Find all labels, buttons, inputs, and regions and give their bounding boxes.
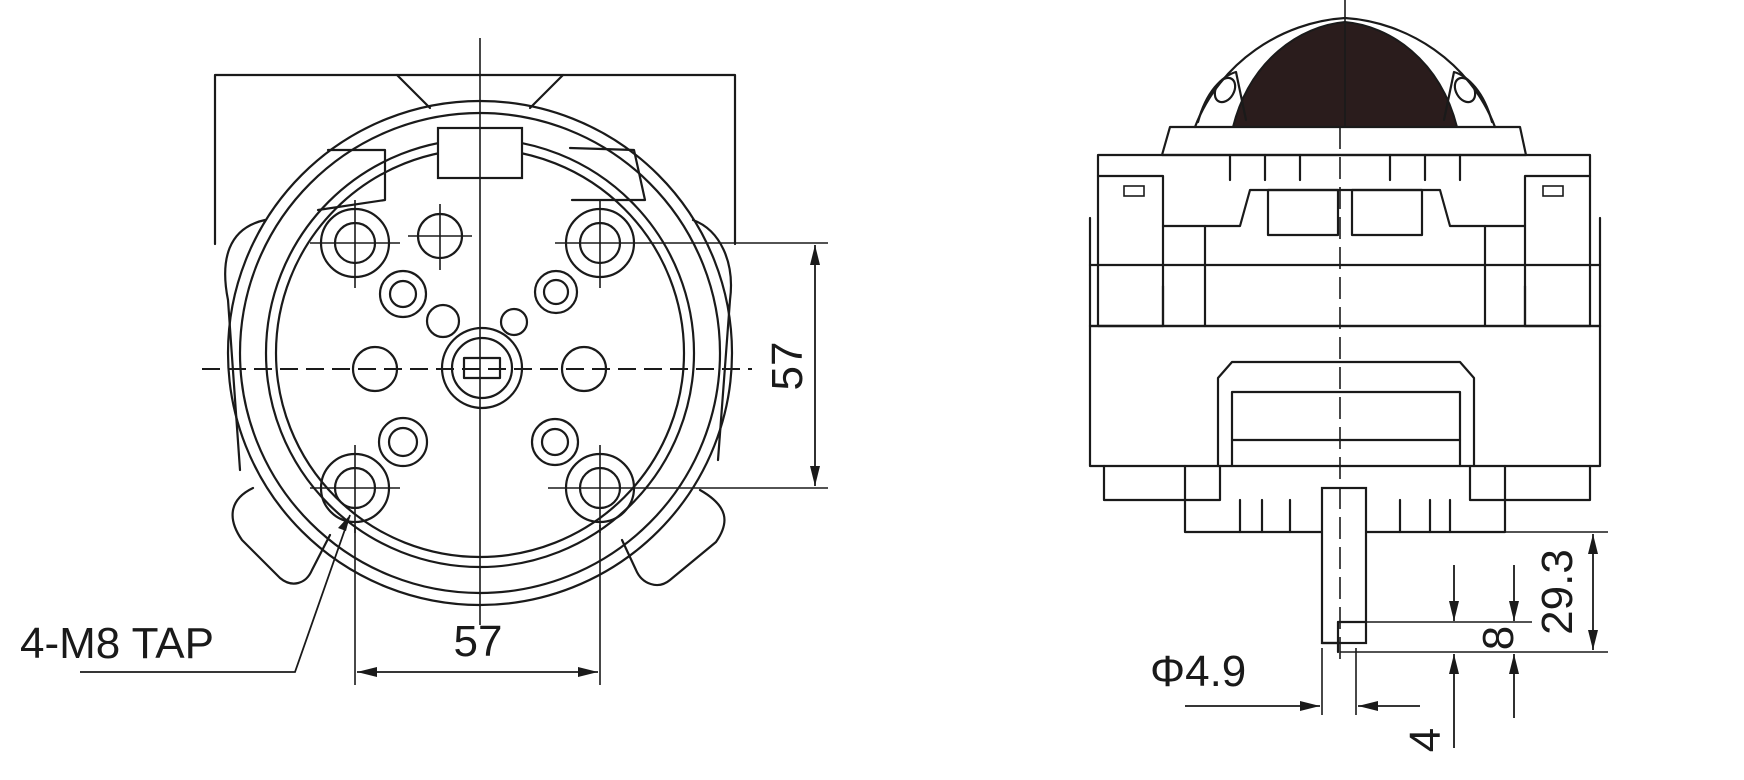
ring-hole-3 bbox=[377, 416, 429, 468]
dim-flat-width-label: 4 bbox=[1401, 728, 1450, 752]
tap-hole-top-right bbox=[555, 200, 650, 288]
side-hole-left bbox=[351, 345, 399, 393]
lower-body bbox=[1088, 324, 1602, 468]
base-foot-right bbox=[1468, 464, 1592, 502]
small-hole-2 bbox=[499, 307, 529, 337]
bracket-taper-left bbox=[395, 73, 432, 110]
tap-hole-bottom-left bbox=[310, 445, 400, 533]
bracket-taper-right bbox=[528, 73, 565, 110]
top-cover-plate bbox=[1160, 125, 1528, 157]
boss-block-right bbox=[1350, 188, 1424, 237]
right-lug-upper bbox=[691, 218, 732, 462]
dim-vertical-label: 57 bbox=[763, 342, 812, 391]
front-view: 4-M8 TAP 57 57 bbox=[20, 38, 828, 685]
tap-note-label: 4-M8 TAP bbox=[20, 619, 214, 668]
boss-block-left bbox=[1266, 188, 1340, 237]
tap-leader-line bbox=[80, 514, 351, 673]
right-terminal-block bbox=[1523, 174, 1592, 328]
lower-body-panel-inner bbox=[1230, 390, 1462, 468]
dim-shaft-diameter-label: Φ4.9 bbox=[1150, 647, 1246, 696]
left-inner-block bbox=[316, 148, 387, 212]
cover-flange bbox=[1096, 153, 1592, 178]
left-lug-upper bbox=[224, 218, 267, 472]
lower-body-panel bbox=[1216, 360, 1476, 468]
ring-hole-1 bbox=[378, 269, 428, 319]
dim-horizontal-label: 57 bbox=[454, 617, 503, 666]
dim-shaft-length-label: 29.3 bbox=[1533, 549, 1582, 635]
side-hole-right bbox=[560, 345, 608, 393]
pilot-hole bbox=[408, 204, 472, 270]
cover-center-boss bbox=[1203, 188, 1487, 328]
small-hole-1 bbox=[425, 303, 461, 339]
ring-hole-2 bbox=[533, 269, 579, 315]
left-terminal-screw bbox=[1123, 185, 1145, 197]
left-terminal-block bbox=[1096, 174, 1165, 328]
drive-shaft bbox=[1320, 486, 1368, 645]
base-foot-left bbox=[1102, 464, 1222, 502]
right-inner-block bbox=[568, 146, 647, 202]
base-slots bbox=[1238, 498, 1452, 534]
right-terminal-screw bbox=[1542, 185, 1564, 197]
tap-leader-arrow bbox=[338, 515, 350, 531]
left-lug-lower bbox=[231, 486, 332, 585]
side-view: 29.3 8 4 Φ4.9 bbox=[1088, 0, 1608, 752]
right-lug-lower bbox=[620, 488, 726, 587]
ring-hole-4 bbox=[530, 417, 580, 467]
top-bracket-outline bbox=[213, 73, 737, 246]
dome-screw-left bbox=[1213, 76, 1237, 104]
dome-screw-right bbox=[1453, 76, 1477, 104]
tap-hole-top-left bbox=[310, 200, 400, 288]
center-shaft bbox=[440, 326, 524, 410]
tap-hole-bottom-right bbox=[548, 445, 650, 533]
cover-ribs bbox=[1228, 153, 1462, 182]
cover-side-lines bbox=[1161, 224, 1527, 328]
dim-flat-length-label: 8 bbox=[1474, 626, 1523, 650]
